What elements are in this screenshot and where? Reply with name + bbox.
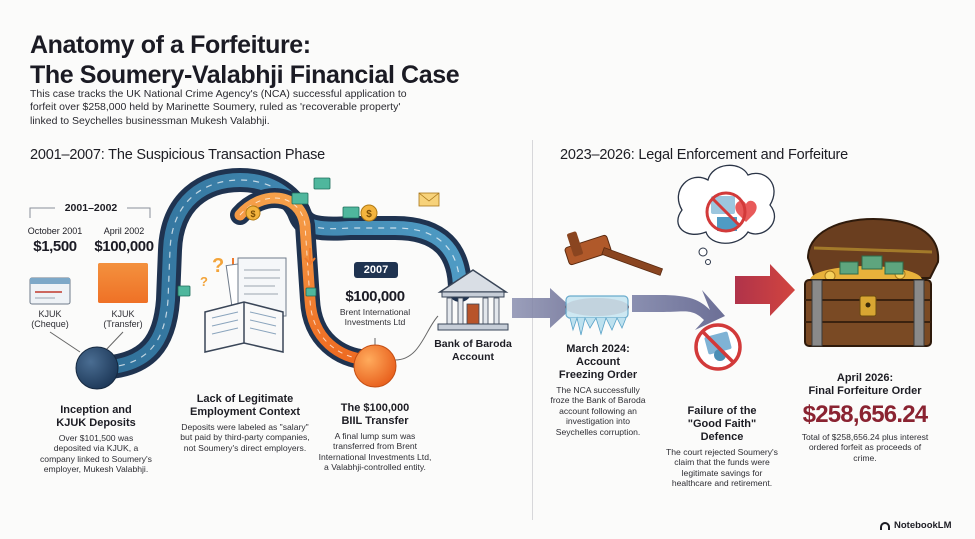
- final-block: April 2026: Final Forfeiture Order $258,…: [795, 372, 935, 463]
- deposit1: October 2001 $1,500: [18, 226, 92, 255]
- cash-icon: [291, 192, 309, 205]
- transfer-amount: $100,000: [345, 288, 405, 305]
- flow-arrow: [735, 264, 795, 316]
- deposit1-amount: $1,500: [33, 238, 77, 255]
- step1-node: [75, 346, 119, 390]
- freeze-text: The NCA successfully froze the Bank of B…: [550, 385, 646, 437]
- step3-text: A final lump sum was transferred from Br…: [318, 431, 432, 473]
- svg-text:$: $: [366, 209, 372, 220]
- brand-logo: NotebookLM: [880, 520, 952, 531]
- cash-icon: [305, 287, 317, 297]
- step3-title-1: The $100,000: [340, 402, 410, 414]
- bank-label: Bank of Baroda Account: [434, 338, 512, 363]
- step1-block: Inception and KJUK Deposits Over $101,50…: [40, 404, 152, 475]
- step2-title-2: Employment Context: [189, 406, 300, 418]
- cash-icon: [177, 285, 191, 297]
- svg-text:?: ?: [200, 274, 208, 289]
- thought-bubble-icon: [677, 164, 776, 265]
- deposit2-date: April 2002: [103, 226, 145, 236]
- year-2007-badge: [354, 262, 398, 278]
- defence-block: Failure of the "Good Faith" Defence The …: [666, 405, 778, 489]
- transfer-2007: $100,000 Brent International Investments…: [318, 288, 432, 328]
- deposit1-source: KJUK (Cheque): [31, 309, 69, 330]
- phase1-heading: 2001–2007: The Suspicious Transaction Ph…: [30, 147, 326, 163]
- question-mark-icon: ?: [212, 255, 224, 277]
- flow-arrow: [632, 290, 725, 330]
- rejected-savings-icon: [694, 323, 742, 371]
- coin-icon: $: [360, 204, 378, 222]
- deposit2-amount: $100,000: [94, 238, 154, 255]
- cash-icon: [342, 206, 360, 219]
- phase2-heading: 2023–2026: Legal Enforcement and Forfeit…: [560, 147, 849, 163]
- range-badge: 2001–2002: [55, 201, 127, 216]
- transfer-source-2: Investments Ltd: [344, 317, 406, 328]
- step2-text: Deposits were labeled as "salary" but pa…: [180, 422, 310, 453]
- forfeit-amount: $258,656.24: [802, 401, 928, 428]
- final-text: Total of $258,656.24 plus interest order…: [801, 432, 929, 463]
- frozen-block-icon: [565, 295, 629, 336]
- step1-title-2: KJUK Deposits: [56, 417, 136, 429]
- step2-block: Lack of Legitimate Employment Context De…: [180, 393, 310, 453]
- year-2007-label: 2007: [363, 264, 389, 276]
- step2-title-1: Lack of Legitimate: [196, 393, 294, 405]
- cheque-icon: [29, 277, 71, 305]
- deposit1-date: October 2001: [27, 226, 83, 236]
- freeze-block: March 2024: Account Freezing Order The N…: [548, 343, 648, 437]
- bank-icon: [437, 269, 509, 331]
- step3-block: The $100,000 BIIL Transfer A final lump …: [318, 402, 432, 473]
- envelope-icon: [418, 192, 440, 207]
- intro-text: This case tracks the UK National Crime A…: [30, 88, 407, 127]
- step3-title-2: BIIL Transfer: [341, 415, 409, 427]
- deposit2: April 2002 $100,000: [90, 226, 158, 255]
- title-line-1: Anatomy of a Forfeiture:: [30, 31, 311, 59]
- treasure-chest-icon: [804, 218, 940, 347]
- notebooklm-icon: [880, 521, 890, 530]
- coin-icon: $: [245, 205, 261, 221]
- cash-icon: [313, 177, 331, 190]
- flow-arrow: [512, 288, 572, 328]
- phase-divider: [532, 140, 533, 520]
- gavel-icon: [564, 231, 664, 276]
- transfer-source-1: Brent International: [339, 307, 411, 317]
- defence-text: The court rejected Soumery's claim that …: [666, 447, 778, 489]
- deposit2-source: KJUK (Transfer): [103, 309, 143, 330]
- step1-text: Over $101,500 was deposited via KJUK, a …: [40, 433, 152, 475]
- ledger-book-icon: [204, 301, 284, 353]
- step3-node: [353, 344, 397, 388]
- svg-text:$: $: [250, 209, 255, 219]
- page-title: Anatomy of a Forfeiture: The Soumery-Val…: [30, 30, 460, 90]
- title-line-2: The Soumery-Valabhji Financial Case: [30, 61, 460, 89]
- step1-title-1: Inception and: [60, 404, 132, 416]
